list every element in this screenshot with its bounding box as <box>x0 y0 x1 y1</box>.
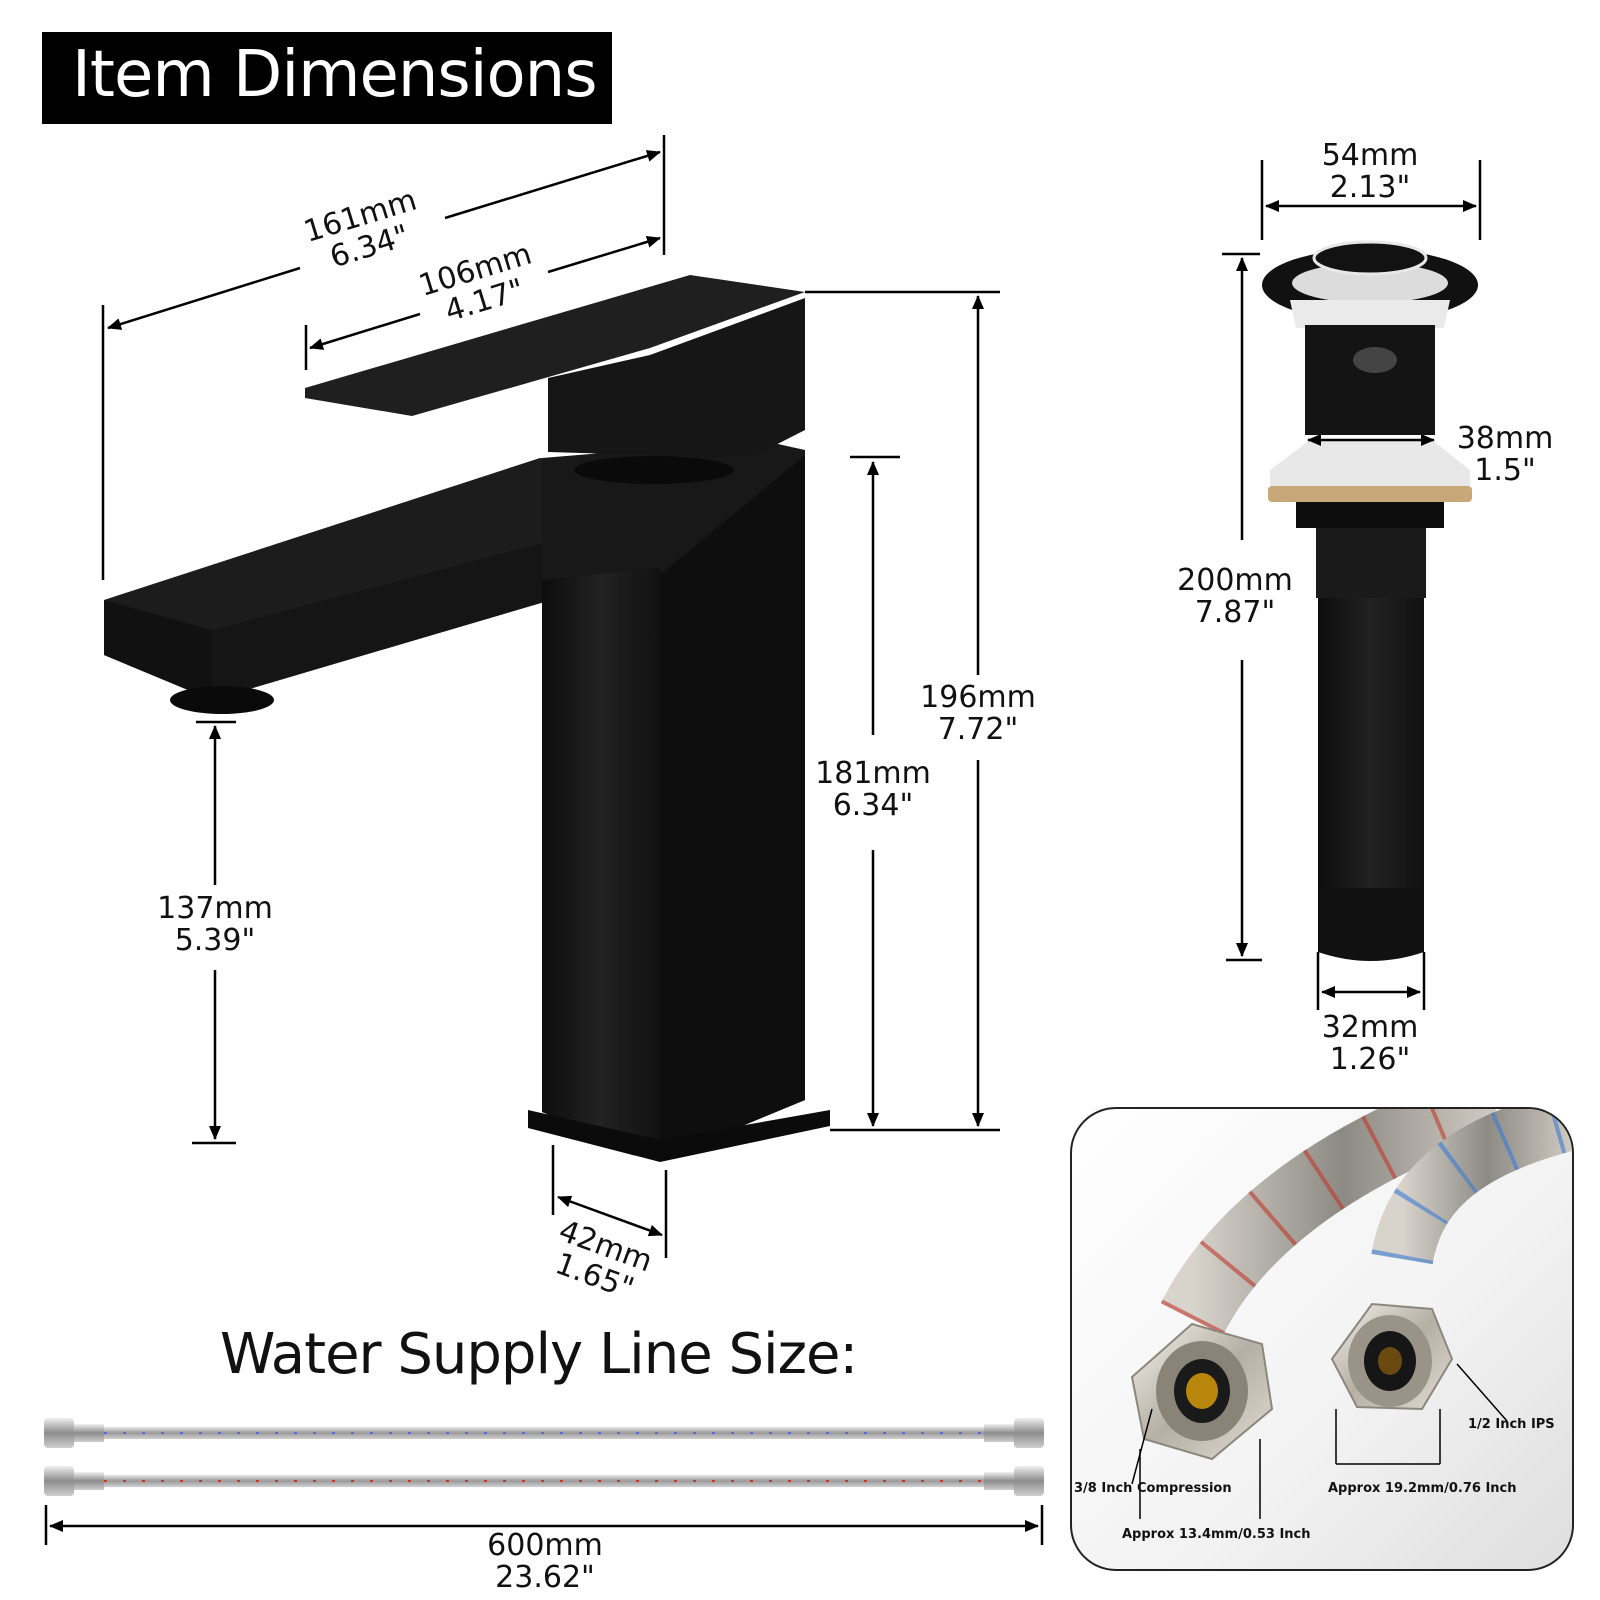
dim-in: 7.87" <box>1194 594 1276 630</box>
body-height-label: 181mm 6.34" <box>813 758 933 821</box>
faucet-dimensions <box>101 135 1000 1258</box>
drain-tail-end <box>1318 888 1424 961</box>
hose-ferrule <box>74 1424 104 1442</box>
hose-nut <box>1014 1418 1044 1448</box>
handle-lever <box>305 275 805 416</box>
handle-collar <box>574 456 734 484</box>
drain-nut <box>1296 502 1444 528</box>
faucet-body-side <box>660 455 805 1160</box>
title-banner: Item Dimensions <box>42 32 612 124</box>
dim-line-42 <box>557 1195 663 1237</box>
dim-mm: 137mm <box>157 891 273 926</box>
drain-brass-washer <box>1268 486 1472 502</box>
supply-hose-1 <box>44 1418 1044 1448</box>
dim-mm: 196mm <box>920 680 1036 715</box>
compression-washer <box>1186 1373 1218 1409</box>
callout-compression <box>1131 1408 1153 1485</box>
braided-hose-left <box>1160 1109 1504 1336</box>
dim-line-161-left <box>107 266 301 330</box>
supply-hose-2 <box>44 1466 1044 1496</box>
dim-in: 1.26" <box>1329 1041 1411 1077</box>
dim-mm: 38mm <box>1456 421 1554 456</box>
supply-length-label: 600mm 23.62" <box>480 1530 610 1593</box>
hose-ferrule <box>74 1472 104 1490</box>
overflow-hole <box>1353 347 1397 373</box>
dim-in: 6.34" <box>832 787 914 823</box>
drain-height-label: 200mm 7.87" <box>1175 565 1295 628</box>
base-plate <box>528 1110 830 1162</box>
approx-large-label: Approx 19.2mm/0.76 Inch <box>1328 1481 1517 1496</box>
faucet <box>104 275 830 1162</box>
supply-title: Water Supply Line Size: <box>220 1322 858 1387</box>
dim-in: 7.72" <box>937 711 1019 747</box>
dim-mm: 600mm <box>487 1528 603 1563</box>
drain-cap <box>1312 240 1428 276</box>
spout-height-label: 137mm 5.39" <box>155 893 275 956</box>
dim-mm: 32mm <box>1321 1010 1419 1045</box>
dim-in: 1.5" <box>1474 452 1536 488</box>
hose-ferrule <box>984 1424 1014 1442</box>
drain-tailpiece <box>1318 598 1424 888</box>
dim-mm: 200mm <box>1177 563 1293 598</box>
supply-dimensions <box>44 1505 1044 1545</box>
faucet-body-front <box>542 568 660 1160</box>
faucet-spout-end <box>104 600 212 700</box>
compression-label: 3/8 Inch Compression <box>1074 1481 1232 1496</box>
hose-nut <box>44 1418 74 1448</box>
dim-in: 23.62" <box>495 1559 595 1595</box>
ips-washer <box>1378 1347 1402 1375</box>
callout-ips <box>1456 1363 1508 1422</box>
overall-height-label: 196mm 7.72" <box>918 682 1038 745</box>
braided-hose-right <box>1371 1109 1572 1265</box>
hose-ferrule <box>984 1472 1014 1490</box>
aerator <box>170 686 274 714</box>
dim-mm: 54mm <box>1321 138 1419 173</box>
ips-label: 1/2 Inch IPS <box>1468 1417 1555 1432</box>
dim-mm: 181mm <box>815 756 931 791</box>
drain-washer <box>1270 440 1470 486</box>
dim-in: 2.13" <box>1329 169 1411 205</box>
approx-small-label: Approx 13.4mm/0.53 Inch <box>1122 1527 1311 1542</box>
connector-detail-photo: 1/2 Inch IPS 3/8 Inch Compression Approx… <box>1070 1107 1574 1571</box>
drain-gasket <box>1290 300 1450 328</box>
dim-line-106-right <box>547 236 661 274</box>
drain-upper-body <box>1305 325 1435 435</box>
dim-in: 5.39" <box>174 922 256 958</box>
page-title: Item Dimensions <box>72 38 598 112</box>
drain-dimensions <box>1222 160 1482 1010</box>
body-diameter-label: 38mm 1.5" <box>1450 423 1560 486</box>
cap-diameter-label: 54mm 2.13" <box>1310 140 1430 203</box>
drain-rim <box>1292 263 1448 303</box>
tail-diameter-label: 32mm 1.26" <box>1310 1012 1430 1075</box>
dim-line-161-right <box>444 150 661 220</box>
dim-line-106-left <box>309 312 421 350</box>
handle-block <box>548 298 805 458</box>
hose-nut <box>1014 1466 1044 1496</box>
connector-detail-drawing <box>1130 1109 1572 1519</box>
drain-threads <box>1316 528 1426 598</box>
pop-up-drain <box>1262 240 1478 961</box>
hose-nut <box>44 1466 74 1496</box>
